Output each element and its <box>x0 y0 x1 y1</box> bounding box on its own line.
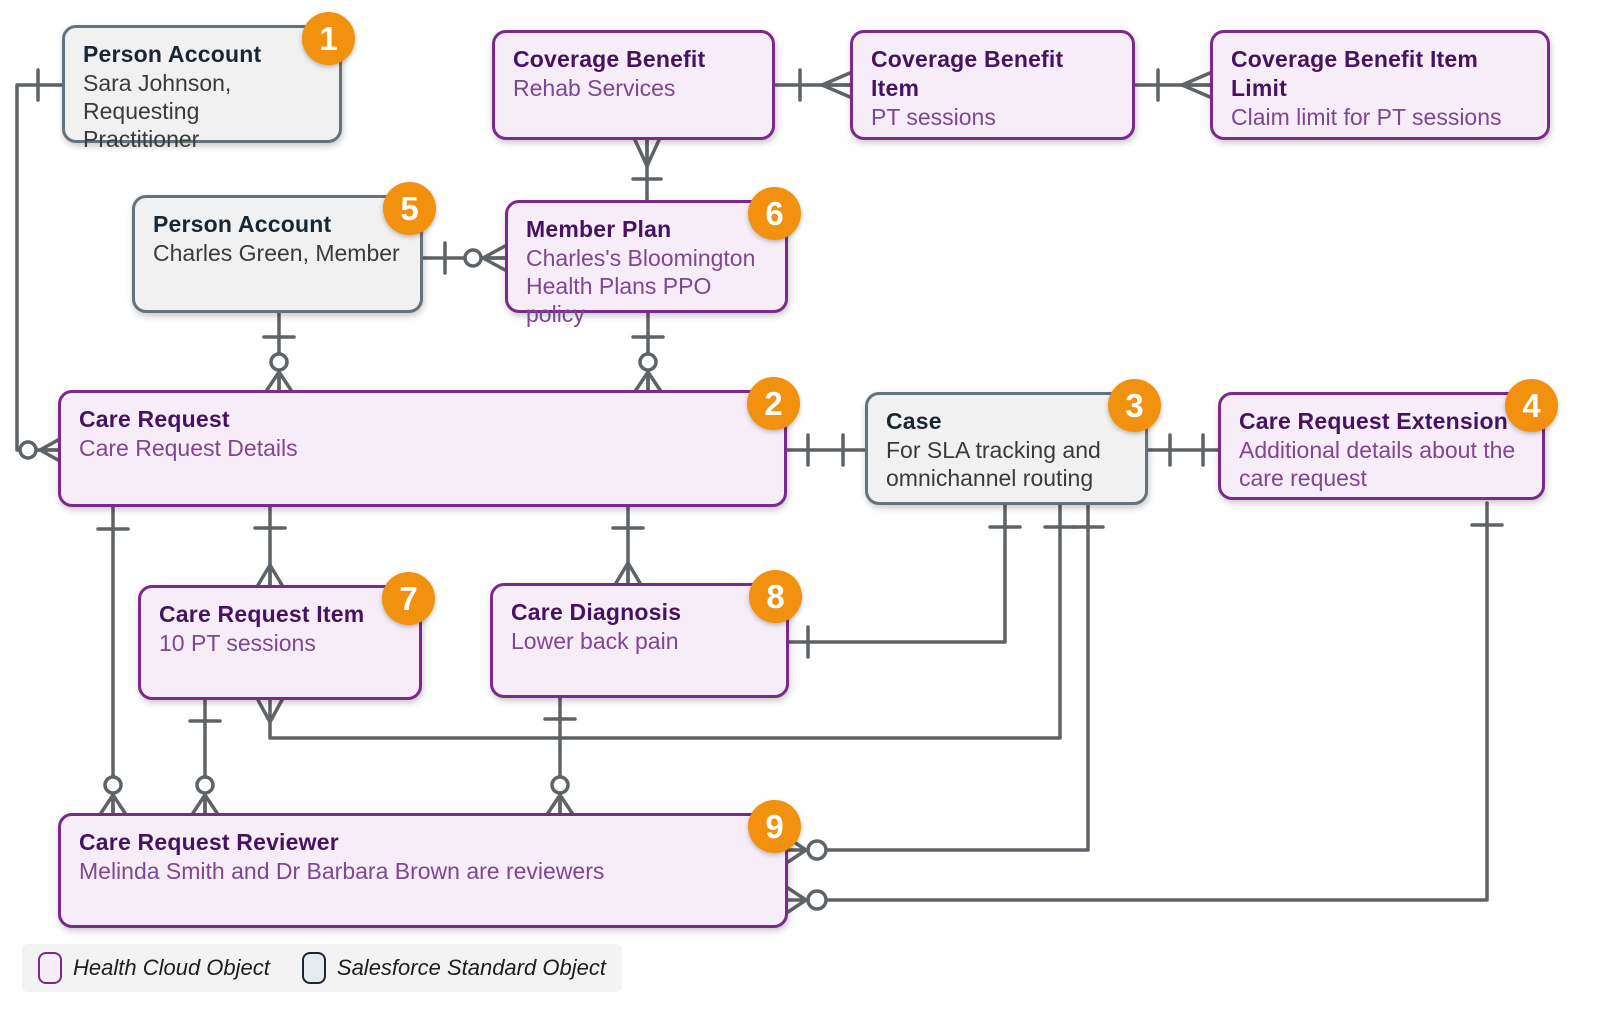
entity-care-request-extension: Care Request Extension Additional detail… <box>1218 379 1558 500</box>
entity-person-account-member: Person Account Charles Green, Member 5 <box>132 182 436 313</box>
zero-circle-icon <box>195 775 215 795</box>
entity-care-request-reviewer: Care Request Reviewer Melinda Smith and … <box>58 800 801 928</box>
step-badge: 4 <box>1505 379 1558 432</box>
entity-care-request: Care Request Care Request Details 2 <box>58 377 800 507</box>
entity-subtitle: Care Request Details <box>79 435 298 461</box>
crowfoot-many-icon <box>99 793 127 815</box>
legend: Health Cloud Object Salesforce Standard … <box>22 944 622 992</box>
zero-circle-icon <box>103 775 123 795</box>
entity-title: Care Request Reviewer <box>79 829 339 855</box>
connector-extension-reviewer <box>786 501 1504 914</box>
entity-title: Coverage Benefit Item Limit <box>1231 46 1479 101</box>
crowfoot-many-icon <box>1180 71 1212 99</box>
crowfoot-many-icon <box>265 370 293 392</box>
zero-circle-icon <box>550 775 570 795</box>
connector-care-request-diagnosis <box>611 505 645 585</box>
connector-item-case <box>256 503 1077 740</box>
step-badge: 7 <box>382 572 435 625</box>
entity-subtitle: Claim limit for PT sessions <box>1231 104 1502 130</box>
connector-care-request-case <box>785 433 867 467</box>
step-badge: 1 <box>302 12 355 65</box>
connector-practitioner-care-request <box>15 68 64 462</box>
entity-subtitle: 10 PT sessions <box>159 630 316 656</box>
entity-title: Case <box>886 408 942 434</box>
entity-title: Care Request Extension <box>1239 408 1508 434</box>
entity-care-request-item: Care Request Item 10 PT sessions 7 <box>138 572 435 700</box>
zero-circle-icon <box>269 352 289 372</box>
entity-title: Care Diagnosis <box>511 599 682 625</box>
zero-circle-icon <box>638 352 658 372</box>
legend-item-standard: Salesforce Standard Object <box>301 952 606 984</box>
legend-label: Salesforce Standard Object <box>336 955 606 980</box>
connector-case-diagnosis <box>787 503 1022 659</box>
crowfoot-many-icon <box>38 438 60 462</box>
zero-circle-icon <box>463 248 483 268</box>
step-badge: 6 <box>748 187 801 240</box>
entity-coverage-benefit: Coverage Benefit Rehab Services <box>492 30 775 140</box>
entity-title: Person Account <box>153 211 332 237</box>
crowfoot-many-icon <box>786 886 808 914</box>
entity-subtitle: Charles's Bloomington Health Plans PPO p… <box>526 245 756 327</box>
connector-member-plan-care-request <box>631 311 665 392</box>
zero-circle-icon <box>806 889 828 911</box>
connector-coverage-benefit-item <box>773 68 852 102</box>
crowfoot-many-icon <box>256 698 284 724</box>
entity-subtitle: Melinda Smith and Dr Barbara Brown are r… <box>79 858 605 884</box>
crowfoot-many-icon <box>481 244 507 272</box>
connector-case-reviewer <box>786 503 1105 864</box>
crowfoot-many-icon <box>256 563 284 587</box>
zero-circle-icon <box>806 839 828 861</box>
entity-subtitle: Additional details about the care reques… <box>1239 437 1516 491</box>
crowfoot-many-icon <box>820 71 852 99</box>
entity-coverage-benefit-item-limit: Coverage Benefit Item Limit Claim limit … <box>1210 30 1550 140</box>
crowfoot-many-icon <box>191 793 219 815</box>
entity-subtitle: Charles Green, Member <box>153 240 400 266</box>
step-badge: 9 <box>748 800 801 853</box>
crowfoot-many-icon <box>614 561 642 585</box>
entity-subtitle: For SLA tracking and omnichannel routing <box>886 437 1101 491</box>
entity-subtitle: PT sessions <box>871 104 996 130</box>
entity-title: Care Request Item <box>159 601 365 627</box>
crowfoot-many-icon <box>546 793 574 815</box>
connector-care-request-reviewer <box>96 505 130 815</box>
crowfoot-many-icon <box>634 370 662 392</box>
connector-member-plan-coverage-benefit <box>631 138 663 202</box>
connector-care-request-item <box>253 505 287 587</box>
entity-title: Coverage Benefit Item <box>871 46 1064 101</box>
entity-title: Person Account <box>83 41 262 67</box>
connector-case-extension <box>1146 433 1220 467</box>
connector-item-reviewer <box>188 698 222 815</box>
entity-coverage-benefit-item: Coverage Benefit Item PT sessions <box>850 30 1135 140</box>
step-badge: 2 <box>747 377 800 430</box>
step-badge: 3 <box>1108 379 1161 432</box>
connector-member-care-request <box>262 311 296 392</box>
step-badge: 5 <box>383 182 436 235</box>
entity-subtitle: Lower back pain <box>511 628 679 654</box>
entity-title: Coverage Benefit <box>513 46 706 72</box>
entity-person-account-practitioner: Person Account Sara Johnson, Requesting … <box>62 12 355 152</box>
entity-care-diagnosis: Care Diagnosis Lower back pain 8 <box>490 570 802 698</box>
connector-benefit-item-limit <box>1133 68 1212 102</box>
connector-member-member-plan <box>421 241 507 275</box>
legend-label: Health Cloud Object <box>73 955 270 980</box>
connector-diagnosis-reviewer <box>543 696 577 815</box>
entity-subtitle: Sara Johnson, Requesting Practitioner <box>83 70 232 152</box>
entity-member-plan: Member Plan Charles's Bloomington Health… <box>505 187 801 327</box>
entity-subtitle: Rehab Services <box>513 75 676 101</box>
entity-case: Case For SLA tracking and omnichannel ro… <box>865 379 1161 505</box>
legend-item-health-cloud: Health Cloud Object <box>38 952 270 984</box>
entity-title: Care Request <box>79 406 230 432</box>
step-badge: 8 <box>749 570 802 623</box>
standard-object-swatch-icon <box>301 952 326 984</box>
health-cloud-object-swatch-icon <box>38 952 62 984</box>
crowfoot-many-icon <box>633 138 661 168</box>
zero-circle-icon <box>18 440 38 460</box>
entity-title: Member Plan <box>526 216 672 242</box>
